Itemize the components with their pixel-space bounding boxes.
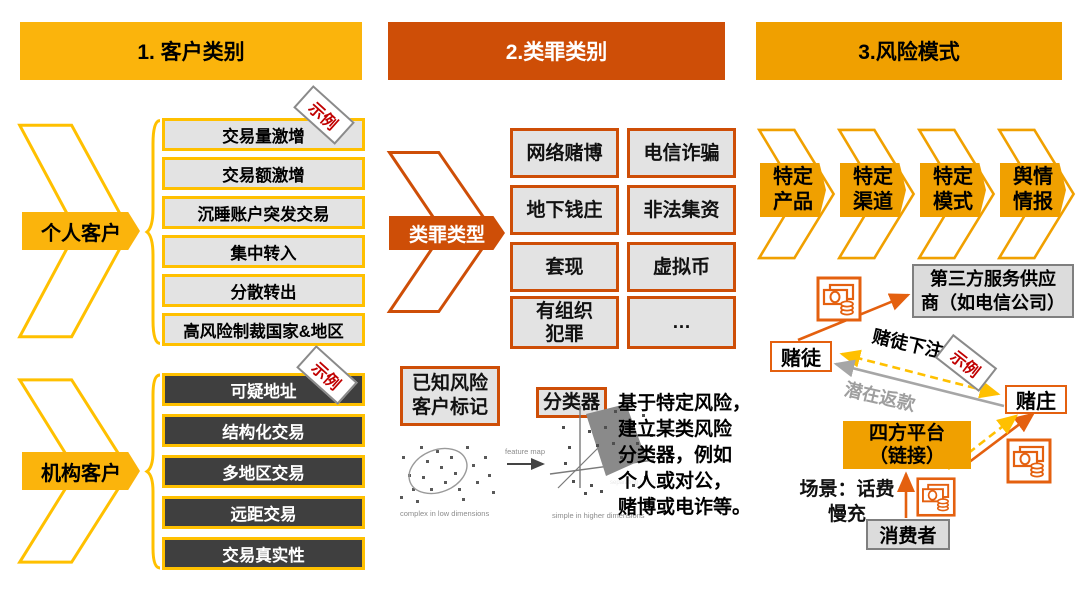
money-icon — [916, 477, 956, 517]
caption-low-dimensions: complex in low dimensions — [400, 509, 489, 518]
column3-header: 3.风险模式 — [756, 22, 1062, 80]
group-label-personal-customer: 个人客户 — [22, 212, 140, 250]
risk-signal-box: 结构化交易 — [162, 414, 365, 447]
brace-institution — [146, 371, 162, 572]
scene-phone-topup-text: 场景：话费 慢充 — [799, 479, 895, 525]
caption-higher-dimensions: simple in higher dimensions — [552, 511, 645, 520]
gambler-node: 赌徒 — [770, 341, 832, 372]
hyperplane-plot-higher-dimensions: separating hyperplane simple in higher d… — [549, 404, 660, 520]
risk-signal-box: 远距交易 — [162, 496, 365, 529]
consumer-node: 消费者 — [866, 519, 950, 550]
separating-hyperplane-shape — [586, 404, 646, 476]
crime-box: 虚拟币 — [627, 242, 736, 292]
risk-signal-box: 集中转入 — [162, 235, 365, 268]
step-label-specific-pattern: 特定 模式 — [920, 163, 986, 217]
crime-box: 非法集资 — [627, 185, 736, 235]
group-label-institution-customer: 机构客户 — [22, 452, 140, 490]
risk-signal-box: 分散转出 — [162, 274, 365, 307]
risk-signal-box: 沉睡账户突发交易 — [162, 196, 365, 229]
risk-signal-box: 高风险制裁国家&地区 — [162, 313, 365, 346]
third-party-provider-node: 第三方服务供应 商（如电信公司） — [912, 264, 1074, 318]
feature-map-label: feature map — [505, 447, 545, 456]
scatter-plot-low-dimensions: complex in low dimensions — [400, 446, 495, 518]
crime-box: 地下钱庄 — [510, 185, 619, 235]
column1-header: 1. 客户类别 — [20, 22, 362, 80]
crime-box: 网络赌博 — [510, 128, 619, 178]
separating-hyperplane-label: separating hyperplane — [610, 480, 660, 486]
risk-signal-box: 交易额激增 — [162, 157, 365, 190]
column2-header: 2.类罪类别 — [388, 22, 725, 80]
money-icon — [816, 276, 862, 322]
brace-personal — [146, 116, 162, 348]
fourth-party-platform-node: 四方平台 （链接） — [843, 421, 971, 469]
arrow-refund-gray — [833, 359, 1005, 408]
step-label-specific-product: 特定 产品 — [760, 163, 826, 217]
known-risk-label-box: 已知风险 客户标记 — [400, 366, 500, 426]
classifier-description: 基于特定风险， 建立某类风险 分类器，例如 个人或对公， 赌博或电诈等。 — [618, 393, 752, 518]
step-label-sentiment-intel: 舆情 情报 — [1000, 163, 1066, 217]
crime-box: 电信诈骗 — [627, 128, 736, 178]
crime-box-ellipsis: … — [627, 296, 736, 349]
crime-box: 有组织 犯罪 — [510, 296, 619, 349]
crime-box: 套现 — [510, 242, 619, 292]
money-icon — [1006, 438, 1052, 484]
risk-signal-box: 交易真实性 — [162, 537, 365, 570]
arrow-platform-to-house — [967, 412, 1036, 465]
gambling-house-node: 赌庄 — [1005, 385, 1067, 414]
crime-type-label: 类罪类型 — [389, 216, 505, 250]
risk-signal-box: 多地区交易 — [162, 455, 365, 488]
cluster-ellipse — [408, 447, 468, 495]
feature-map-arrow: feature map — [505, 447, 545, 470]
step-label-specific-channel: 特定 渠道 — [840, 163, 906, 217]
